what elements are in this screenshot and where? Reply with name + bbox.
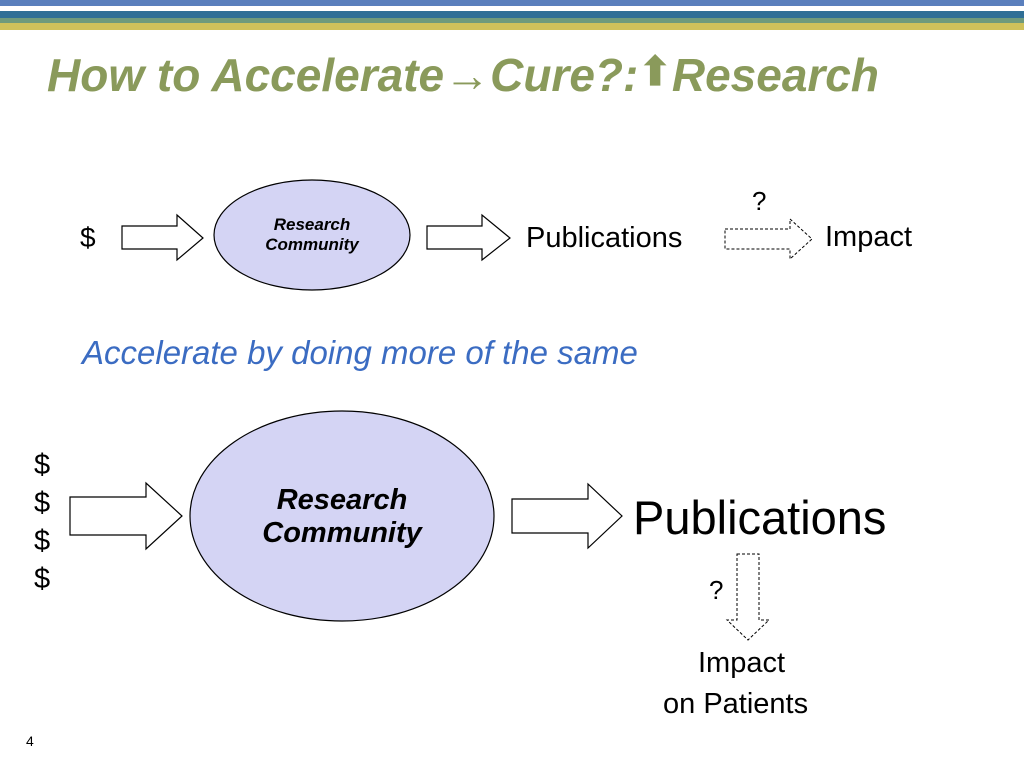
title-right-arrow: → xyxy=(444,49,491,101)
top-research-ellipse xyxy=(213,179,411,291)
top-publications: Publications xyxy=(526,222,683,254)
subtitle: Accelerate by doing more of the same xyxy=(82,334,638,371)
bottom-impact-dashed-arrow xyxy=(725,553,771,641)
top-question-mark: ? xyxy=(752,186,767,216)
stripe-white xyxy=(0,6,1024,11)
top-output-arrow xyxy=(426,213,511,262)
title-part2: Cure?: xyxy=(490,49,639,101)
top-dollar: $ xyxy=(80,222,96,253)
bottom-question-mark: ? xyxy=(709,575,724,605)
top-impact: Impact xyxy=(825,221,913,253)
bottom-dollars: $ $ $ $ xyxy=(34,446,50,598)
stripe-teal xyxy=(0,11,1024,18)
title-part1: How to Accelerate xyxy=(47,49,445,101)
bottom-output-arrow xyxy=(511,482,623,550)
up-arrow-icon: ⬆ xyxy=(638,50,672,94)
top-impact-dashed-arrow xyxy=(724,217,813,261)
stripe-yellow xyxy=(0,23,1024,30)
dollar-2: $ xyxy=(34,487,51,519)
bottom-research-ellipse xyxy=(189,410,495,622)
title-part3: Research xyxy=(671,49,879,101)
bottom-publications: Publications xyxy=(633,491,887,544)
bottom-input-arrow xyxy=(69,481,183,551)
dollar-1: $ xyxy=(34,449,51,481)
stripe-blue xyxy=(0,0,1024,6)
top-input-arrow xyxy=(121,213,204,262)
page-number: 4 xyxy=(26,733,34,749)
on-patients-label: on Patients xyxy=(663,688,809,720)
stripe-green xyxy=(0,18,1024,23)
header-stripes xyxy=(0,0,1024,32)
bottom-research-community-label: Research Community xyxy=(262,483,422,549)
dollar-3: $ xyxy=(34,525,51,557)
dollar-4: $ xyxy=(34,563,51,595)
slide-title: How to Accelerate→Cure?:⬆Research xyxy=(47,48,879,102)
top-research-community-label: Research Community xyxy=(265,215,359,254)
impact-label: Impact xyxy=(698,647,786,679)
